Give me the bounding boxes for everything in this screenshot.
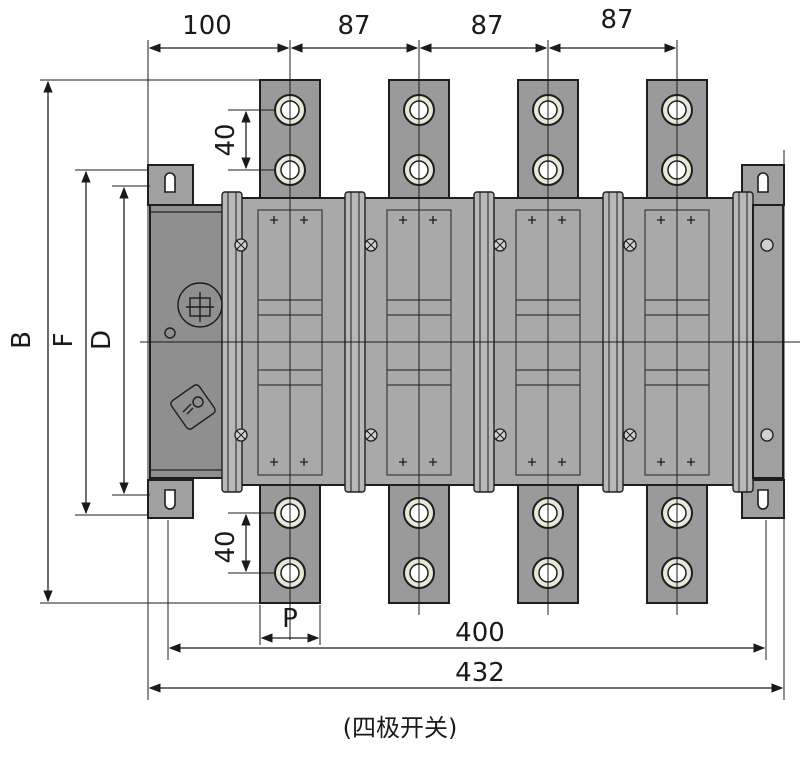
dim-label-432: 432 [455,658,505,688]
handle-symbol-icon [170,384,216,430]
bottom-busbars [259,477,708,604]
dim-label-400: 400 [455,618,505,648]
dim-label-87-a: 87 [337,11,370,41]
dim-label-40-bottom: 40 [211,530,241,563]
panel-marks [270,216,695,466]
dim-label-d: D [87,330,117,350]
dim-label-f: F [49,333,79,348]
dim-label-p: P [282,604,298,634]
dim-label-87-c: 87 [600,5,633,35]
padlock-icon [164,282,223,339]
dim-label-87-b: 87 [470,11,503,41]
dim-label-b: B [7,331,37,349]
extension-lines [40,40,785,700]
dim-label-40-top: 40 [211,123,241,156]
top-busbars [259,79,708,206]
dimension-lines [43,43,784,693]
dim-label-100: 100 [182,11,232,41]
center-lines [140,40,800,640]
diagram-caption: (四极开关) [342,714,458,742]
